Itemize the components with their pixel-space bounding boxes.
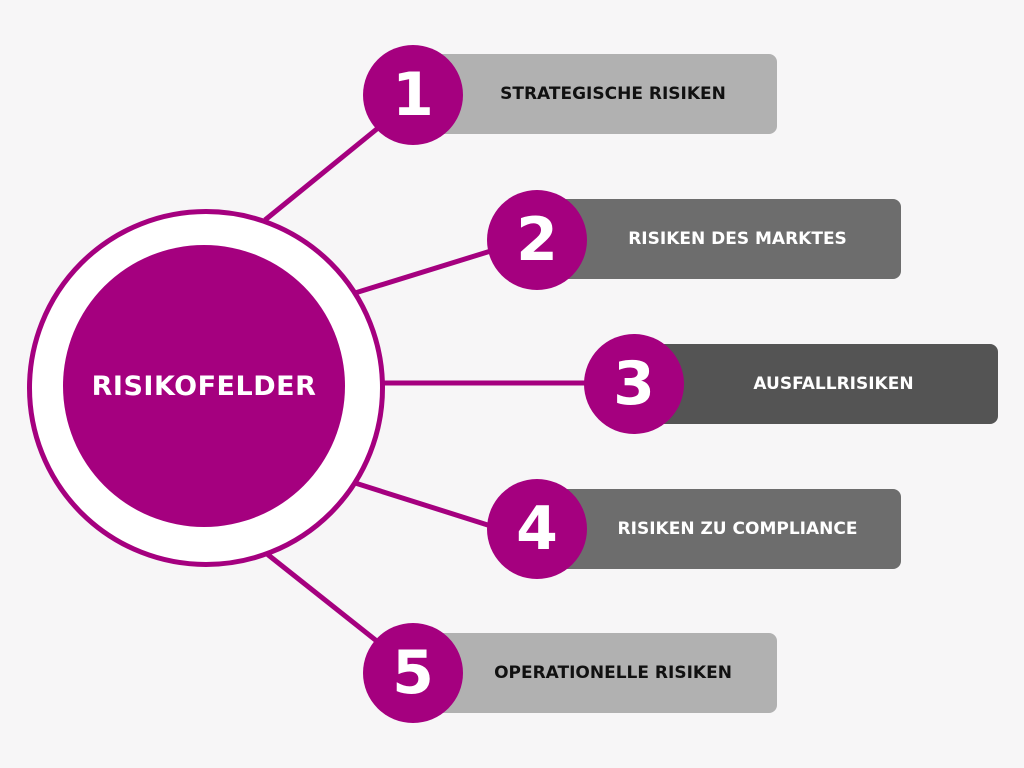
risk-item-2-bar: RISIKEN DES MARKTES bbox=[530, 199, 901, 279]
risk-item-5-badge: 5 bbox=[363, 623, 463, 723]
risk-item-3-label: AUSFALLRISIKEN bbox=[753, 374, 914, 394]
risk-item-1-bar: STRATEGISCHE RISIKEN bbox=[405, 54, 777, 134]
risk-item-5-number: 5 bbox=[392, 638, 434, 708]
risk-item-2-label: RISIKEN DES MARKTES bbox=[628, 229, 847, 249]
risk-item-5-label: OPERATIONELLE RISIKEN bbox=[494, 663, 732, 683]
risk-item-2-badge: 2 bbox=[487, 190, 587, 290]
risk-item-4-label: RISIKEN ZU COMPLIANCE bbox=[617, 519, 858, 539]
risk-item-4-badge: 4 bbox=[487, 479, 587, 579]
risk-item-3-badge: 3 bbox=[584, 334, 684, 434]
risk-item-1-number: 1 bbox=[392, 60, 434, 130]
connector-line-1 bbox=[263, 122, 385, 222]
risk-item-1-label: STRATEGISCHE RISIKEN bbox=[500, 84, 726, 104]
hub-label: RISIKOFELDER bbox=[91, 370, 317, 402]
risk-item-4-bar: RISIKEN ZU COMPLIANCE bbox=[530, 489, 901, 569]
risk-item-3-number: 3 bbox=[613, 349, 655, 419]
risk-item-2-number: 2 bbox=[516, 205, 558, 275]
hub-circle: RISIKOFELDER bbox=[63, 245, 345, 527]
risk-item-3-bar: AUSFALLRISIKEN bbox=[625, 344, 998, 424]
connector-line-2 bbox=[354, 247, 495, 296]
connector-line-5 bbox=[260, 548, 385, 648]
risk-item-4-number: 4 bbox=[516, 494, 558, 564]
connector-line-4 bbox=[351, 479, 495, 530]
risk-item-1-badge: 1 bbox=[363, 45, 463, 145]
risk-item-5-bar: OPERATIONELLE RISIKEN bbox=[405, 633, 777, 713]
